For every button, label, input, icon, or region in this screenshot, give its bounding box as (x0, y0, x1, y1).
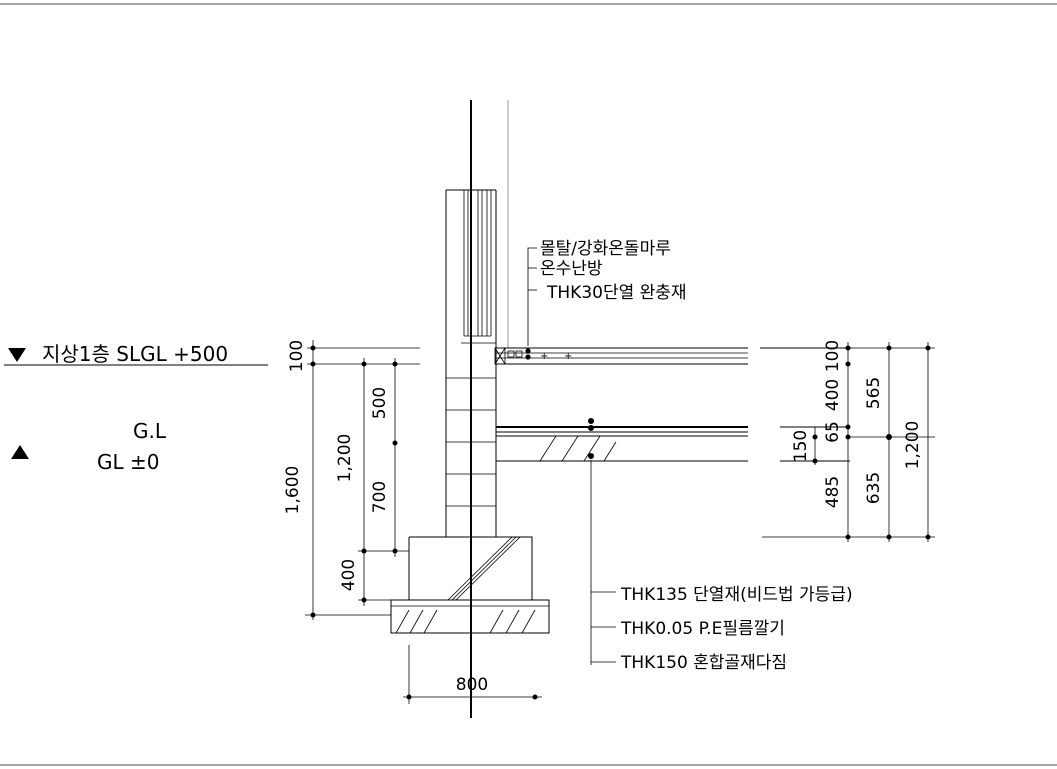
lower-notes: THK135 단열재(비드법 가등급) THK0.05 P.E필름깔기 THK1… (590, 460, 853, 673)
left-dimensions: 100 1,600 1,200 400 500 700 (283, 340, 420, 620)
dim-left-500: 500 (370, 387, 390, 419)
dim-right-100: 100 (823, 340, 843, 372)
dim-left-100: 100 (287, 340, 307, 372)
upper-wall (445, 189, 497, 348)
note-aggregate-compaction: THK150 혼합골재다짐 (620, 653, 787, 673)
svg-text:+: + (564, 351, 572, 362)
dim-left-400: 400 (339, 559, 359, 591)
dim-left-1200: 1,200 (335, 434, 355, 483)
floor-finish-layers: + + (494, 347, 748, 365)
ground-level-value: GL ±0 (97, 450, 159, 474)
note-bead-insulation: THK135 단열재(비드법 가등급) (620, 585, 853, 605)
note-hot-water-heating: 온수난방 (540, 259, 603, 279)
bottom-dimension: 800 (403, 645, 542, 704)
dim-right-565: 565 (864, 377, 884, 409)
note-mortar-floor: 몰탈/강화온돌마루 (540, 239, 671, 259)
block-wall (445, 348, 497, 537)
ground-level-label: G.L (133, 419, 167, 443)
note-cushion-insulation: THK30단열 완충재 (546, 283, 687, 303)
dim-right-400: 400 (823, 379, 843, 411)
footing (390, 536, 550, 634)
dim-right-150: 150 (791, 430, 811, 462)
dim-left-700: 700 (370, 481, 390, 513)
dim-right-1200: 1,200 (903, 421, 923, 470)
dim-bottom-800: 800 (456, 675, 488, 695)
note-pe-film: THK0.05 P.E필름깔기 (620, 619, 785, 639)
upper-notes: 몰탈/강화온돌마루 온수난방 THK30단열 완충재 (527, 239, 687, 346)
dim-right-65: 65 (823, 421, 843, 443)
right-dimensions: 100 400 65 150 485 565 635 1,200 (762, 340, 935, 542)
dim-right-485: 485 (823, 476, 843, 508)
svg-text:+: + (540, 351, 548, 362)
floor-level-label: 지상1층 SLGL +500 (42, 342, 228, 366)
dim-left-1600: 1,600 (283, 466, 303, 515)
floor-level-marker-icon (8, 348, 26, 362)
dim-right-635: 635 (864, 472, 884, 504)
ground-level-marker-icon (11, 445, 29, 459)
